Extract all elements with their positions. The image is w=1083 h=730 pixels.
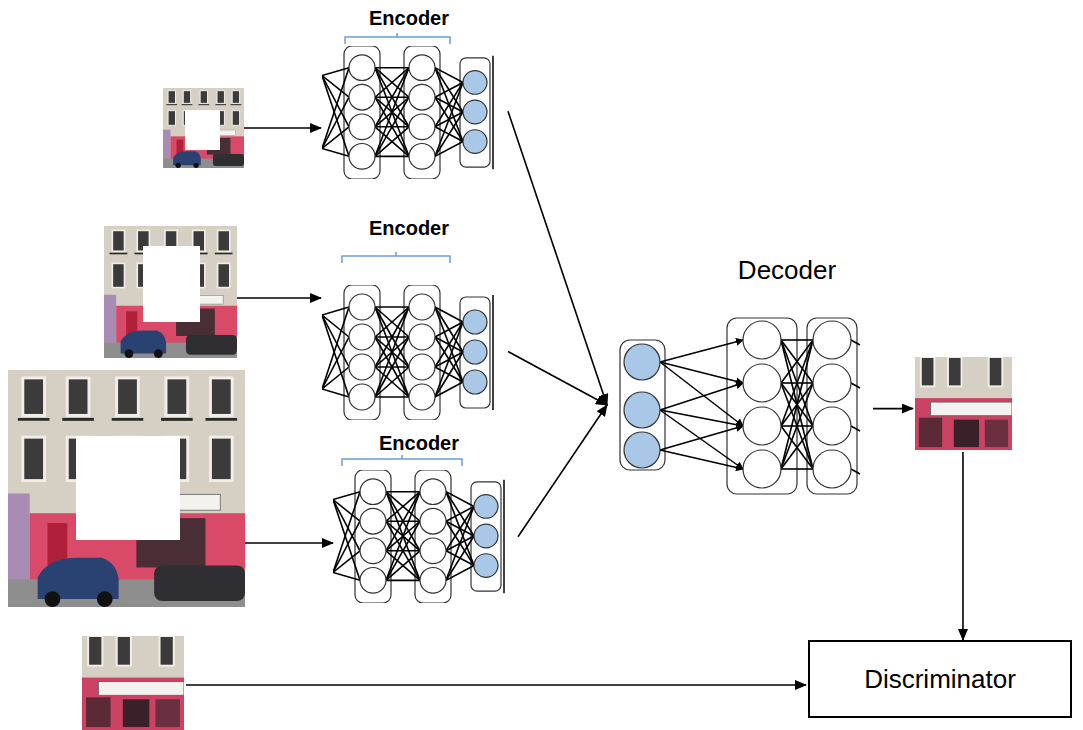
- mask: [143, 246, 200, 322]
- masked-image: [163, 88, 244, 168]
- connector-segment: [962, 452, 964, 640]
- masked-image: [8, 370, 245, 607]
- connector-segment: [508, 352, 607, 406]
- connector-arrow: [873, 409, 963, 640]
- encoder-label: Encoder: [320, 430, 518, 456]
- masked-image: [104, 226, 237, 358]
- encoder-block: Encoder: [320, 430, 518, 605]
- encoder-block: Encoder: [310, 5, 508, 185]
- real-image: [82, 636, 184, 730]
- decoder-block: Decoder: [607, 255, 873, 495]
- encoder-block: Encoder: [310, 215, 508, 425]
- bracket: [342, 455, 462, 466]
- connector-segment: [873, 408, 913, 410]
- neural-network: [322, 285, 493, 420]
- decoder-network: [620, 318, 860, 494]
- input-arrow: [186, 684, 806, 686]
- encoder-label: Encoder: [310, 215, 508, 241]
- bracket: [345, 33, 450, 44]
- input-arrow: [237, 297, 321, 299]
- connector-arrow: [508, 111, 607, 405]
- connector-segment: [518, 405, 607, 537]
- mask: [185, 110, 220, 150]
- encoder-label: Encoder: [310, 5, 508, 31]
- connector-arrow: [518, 405, 607, 537]
- bracket: [342, 252, 450, 263]
- connector-segment: [508, 111, 607, 405]
- neural-network: [322, 46, 493, 179]
- generated-image: [915, 357, 1012, 450]
- discriminator-box: Discriminator: [808, 640, 1072, 718]
- decoder-label: Decoder: [717, 255, 857, 285]
- mask: [76, 436, 180, 540]
- neural-network: [333, 470, 504, 603]
- discriminator-label: Discriminator: [864, 663, 1016, 695]
- input-arrow: [244, 127, 321, 129]
- input-arrow: [245, 542, 333, 544]
- connector-arrow: [508, 352, 607, 406]
